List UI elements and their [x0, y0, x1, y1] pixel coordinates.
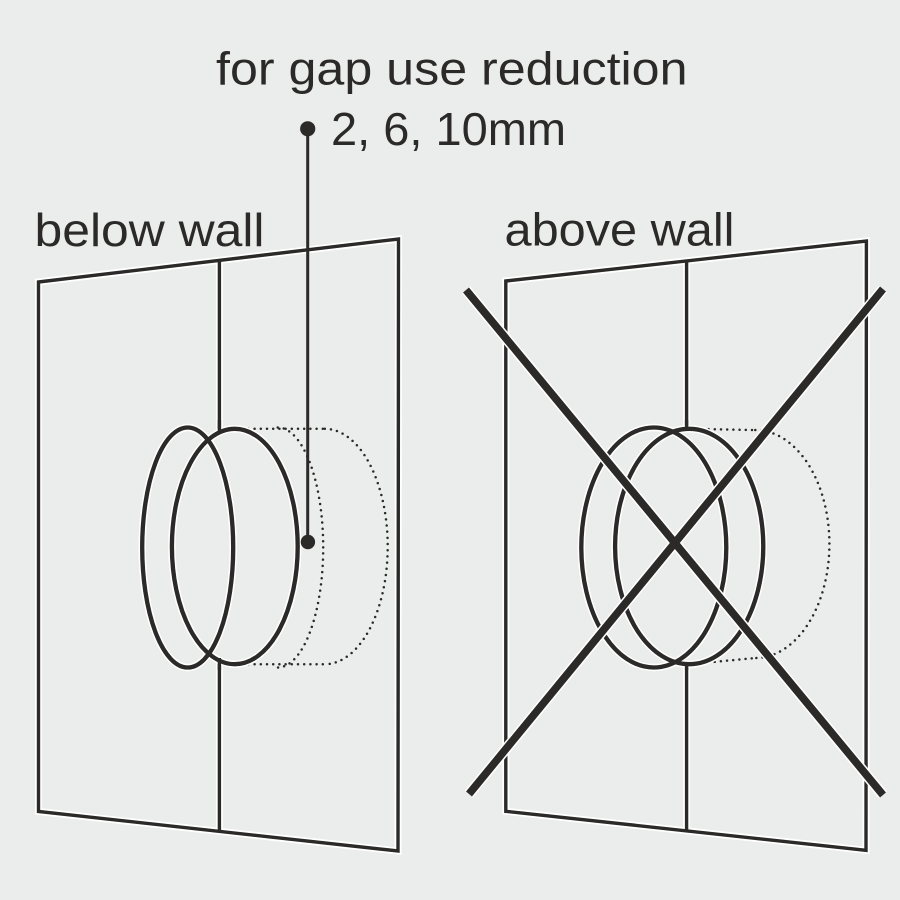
svg-text:below wall: below wall [35, 204, 265, 256]
svg-text:2, 6, 10mm: 2, 6, 10mm [331, 103, 566, 155]
svg-text:above wall: above wall [505, 203, 735, 255]
svg-text:for gap use reduction: for gap use reduction [216, 43, 688, 95]
